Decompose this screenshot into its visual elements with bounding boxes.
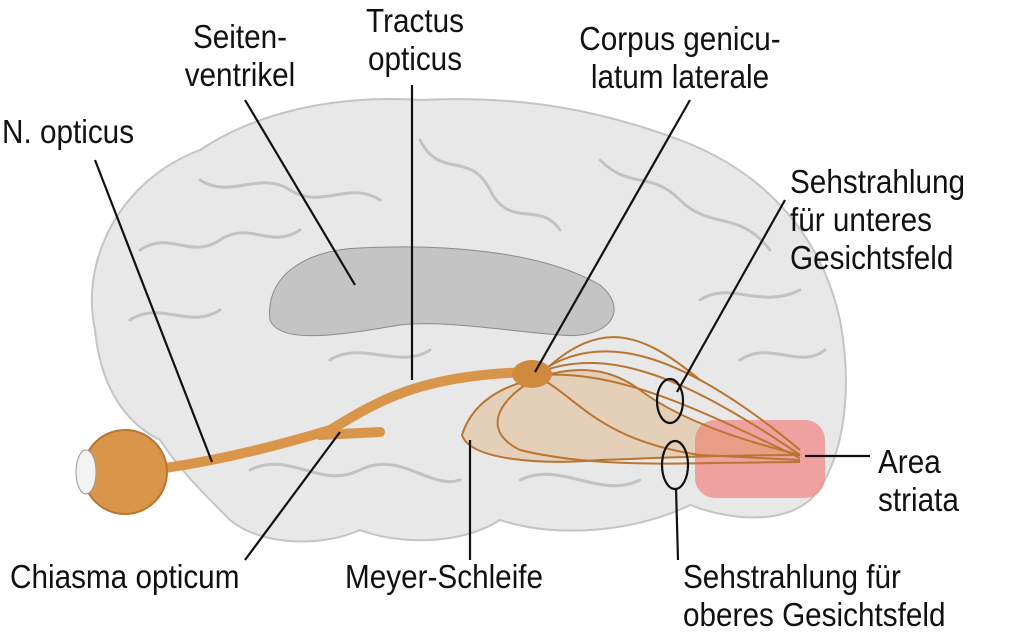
label-line: oberes Gesichtsfeld bbox=[683, 596, 946, 633]
label-line: latum laterale bbox=[590, 58, 770, 95]
brain-hemisphere bbox=[90, 98, 847, 543]
label-area-striata: Area striata bbox=[878, 443, 959, 519]
label-line: Gesichtsfeld bbox=[790, 239, 954, 276]
label-line: N. opticus bbox=[2, 113, 135, 150]
leader-lines bbox=[93, 85, 870, 561]
label-tractus-opticus: Tractus opticus bbox=[357, 2, 474, 78]
label-seitenventrikel: Seiten- ventrikel bbox=[182, 18, 299, 94]
label-line: für unteres bbox=[790, 201, 932, 238]
label-line: striata bbox=[878, 481, 959, 518]
lateral-geniculate-body bbox=[512, 360, 552, 388]
label-chiasma-opticum: Chiasma opticum bbox=[10, 558, 239, 596]
brain-gyri bbox=[128, 138, 827, 488]
lateral-ventricle bbox=[269, 246, 615, 337]
label-sehstrahlung-unteres-gesichtsfeld: Sehstrahlung für unteres Gesichtsfeld bbox=[790, 163, 965, 277]
label-meyer-schleife: Meyer-Schleife bbox=[345, 558, 543, 596]
label-line: Meyer-Schleife bbox=[345, 558, 544, 595]
label-line: opticus bbox=[367, 40, 463, 77]
label-n-opticus: N. opticus bbox=[2, 113, 134, 151]
label-line: ventrikel bbox=[184, 56, 296, 93]
label-corpus-geniculatum-laterale: Corpus genicu- latum laterale bbox=[559, 20, 802, 96]
label-line: Tractus bbox=[366, 2, 464, 39]
label-line: Corpus genicu- bbox=[579, 20, 781, 57]
chiasma-stub bbox=[315, 427, 385, 440]
label-line: Sehstrahlung bbox=[790, 163, 966, 200]
label-line: Sehstrahlung für bbox=[683, 558, 901, 595]
label-line: Area bbox=[878, 443, 941, 480]
label-line: Seiten- bbox=[192, 18, 288, 55]
label-sehstrahlung-oberes-gesichtsfeld: Sehstrahlung für oberes Gesichtsfeld bbox=[683, 558, 945, 634]
label-line: Chiasma opticum bbox=[10, 558, 240, 595]
eye-cornea bbox=[75, 449, 97, 495]
optic-radiation-fibers bbox=[496, 336, 801, 465]
